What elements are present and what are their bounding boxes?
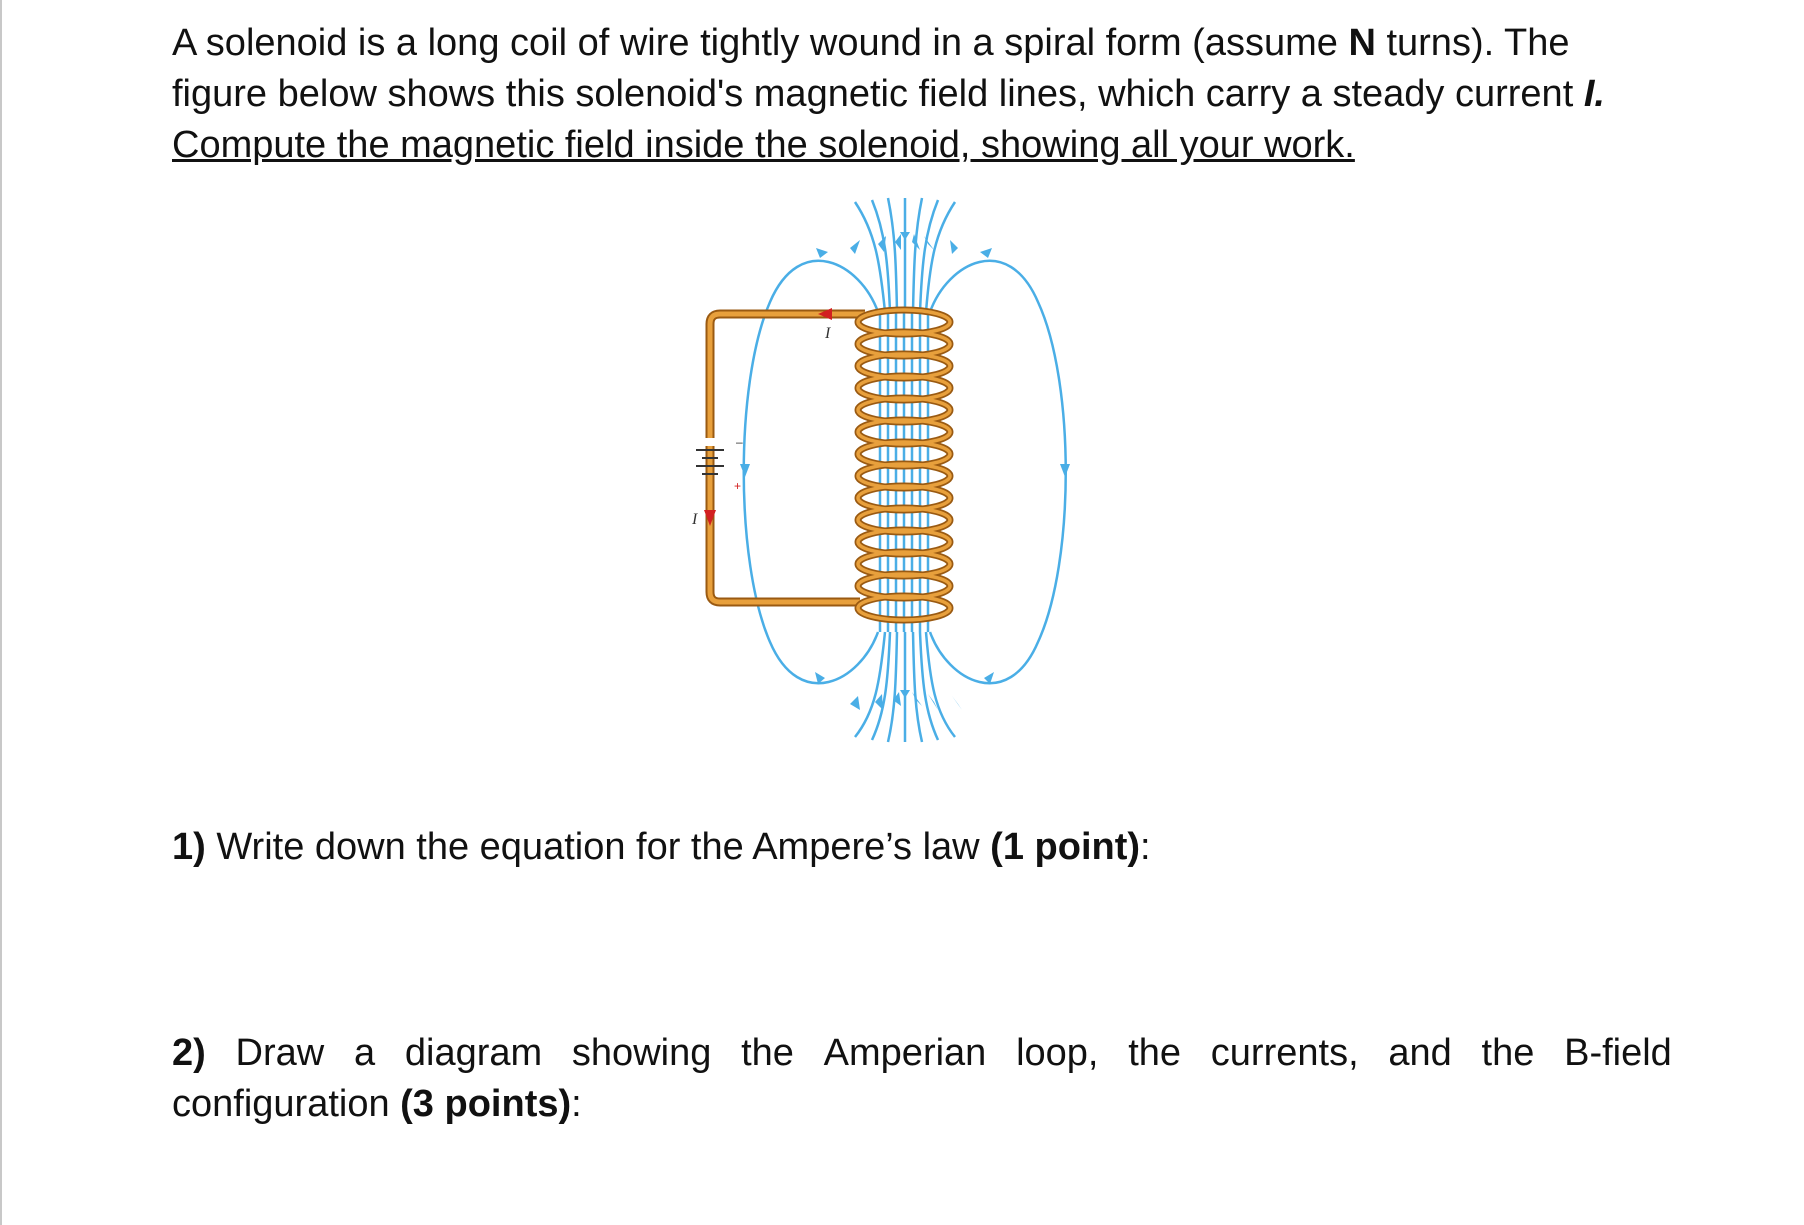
variable-N: N: [1348, 22, 1376, 64]
current-label-top: I: [824, 325, 831, 342]
question-1: 1) Write down the equation for the Amper…: [172, 826, 1151, 868]
solenoid-coil: [854, 306, 954, 624]
q2-line-1: 2) Draw a diagram showing the Amperian l…: [172, 1032, 1672, 1074]
q2-points: (3 points): [400, 1083, 572, 1125]
q1-text: Write down the equation for the Ampere’s…: [205, 826, 991, 868]
intro-line-2: figure below shows this solenoid's magne…: [172, 73, 1605, 115]
current-arrow-top: [818, 308, 832, 320]
current-label-bottom: I: [691, 511, 698, 528]
problem-statement: A solenoid is a long coil of wire tightl…: [172, 18, 1672, 171]
q2-line-2: configuration (3 points):: [172, 1083, 582, 1125]
battery-minus-label: –: [736, 435, 743, 449]
q1-points: (1 point): [990, 826, 1141, 868]
variable-I: I.: [1583, 73, 1605, 115]
solenoid-diagram: – + I I: [691, 197, 1070, 743]
battery-icon: [696, 449, 724, 475]
intro-line-1: A solenoid is a long coil of wire tightl…: [172, 22, 1570, 64]
field-lines: [742, 197, 1067, 743]
current-arrow-left: [704, 510, 716, 526]
battery-plus-label: +: [734, 479, 741, 493]
intro-task-line: Compute the magnetic field inside the so…: [172, 124, 1355, 166]
q1-number: 1): [172, 826, 206, 868]
question-2: 2) Draw a diagram showing the Amperian l…: [172, 1028, 1672, 1130]
solenoid-figure: – + I I: [690, 192, 1130, 752]
field-arrows: [740, 232, 1070, 710]
left-page-border: [0, 0, 2, 1225]
q2-number: 2): [172, 1032, 206, 1074]
circuit-wire: [705, 309, 865, 607]
